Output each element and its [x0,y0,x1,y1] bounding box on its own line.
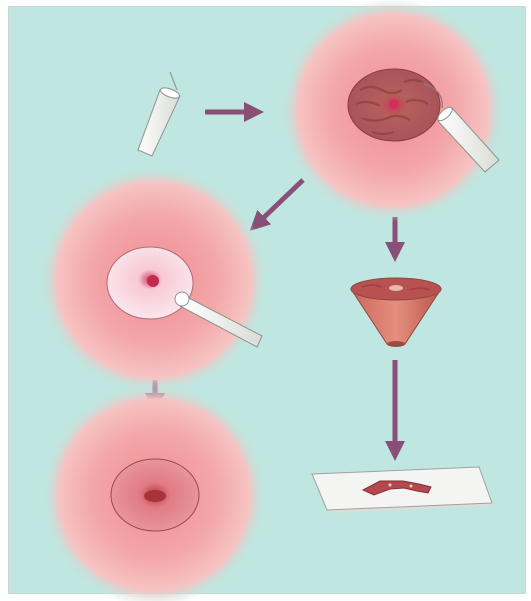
cervix-after-excision [40,166,268,394]
cervix-with-lesion [281,0,505,222]
cervix-healed [42,383,266,601]
specimen-on-slide [312,467,493,513]
